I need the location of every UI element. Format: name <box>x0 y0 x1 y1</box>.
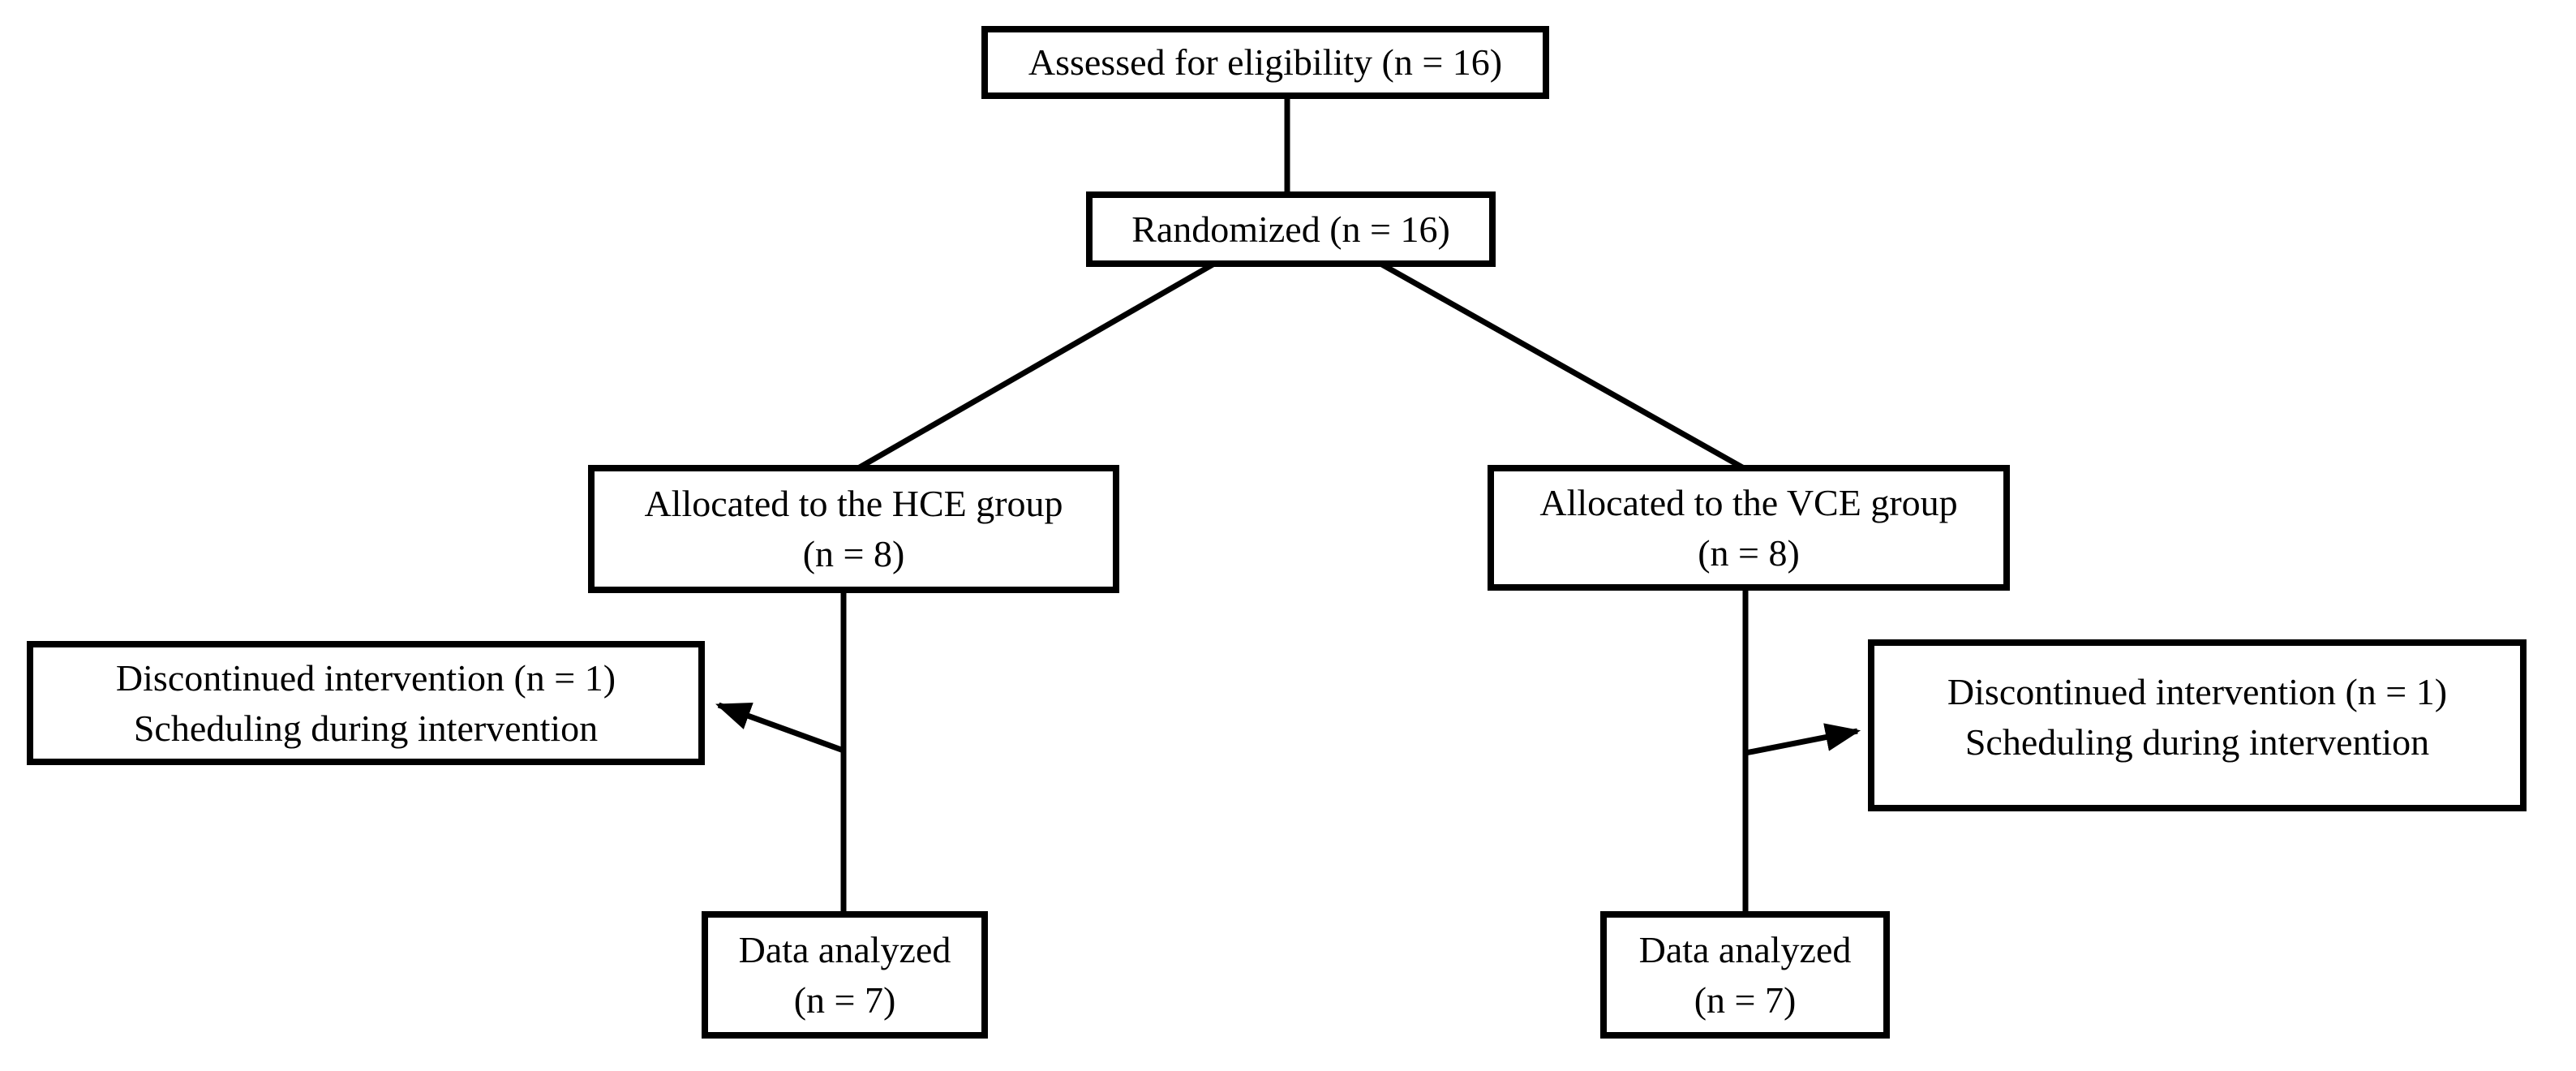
node-allocated-vce: Allocated to the VCE group (n = 8) <box>1488 465 2010 591</box>
node-data-analyzed-vce-line2: (n = 7) <box>1694 979 1797 1021</box>
node-allocated-hce-line2: (n = 8) <box>802 533 905 574</box>
node-discontinued-vce: Discontinued intervention (n = 1) Schedu… <box>1868 639 2527 811</box>
node-data-analyzed-hce-line2: (n = 7) <box>793 979 896 1021</box>
node-randomized-label: Randomized (n = 16) <box>1131 208 1450 250</box>
node-data-analyzed-hce: Data analyzed (n = 7) <box>702 911 988 1039</box>
node-discontinued-hce: Discontinued intervention (n = 1) Schedu… <box>27 641 705 765</box>
node-assessed-eligibility-label: Assessed for eligibility (n = 16) <box>1028 41 1503 83</box>
node-allocated-hce: Allocated to the HCE group (n = 8) <box>588 465 1119 593</box>
node-data-analyzed-hce-line1: Data analyzed <box>738 928 951 970</box>
node-discontinued-hce-line1: Discontinued intervention (n = 1) <box>115 656 616 699</box>
edge-randomized-to-vce <box>1379 260 1745 471</box>
node-discontinued-vce-line1: Discontinued intervention (n = 1) <box>1947 671 2448 712</box>
node-data-analyzed-vce: Data analyzed (n = 7) <box>1600 911 1890 1039</box>
edge-vce-to-discontinued-arrow <box>1745 723 1861 756</box>
node-data-analyzed-vce-line1: Data analyzed <box>1638 928 1852 970</box>
node-allocated-vce-line1: Allocated to the VCE group <box>1539 481 1958 523</box>
node-allocated-hce-line1: Allocated to the HCE group <box>644 483 1063 524</box>
node-discontinued-hce-line2: Scheduling during intervention <box>133 707 599 749</box>
edge-randomized-to-hce <box>857 260 1216 471</box>
node-discontinued-vce-line2: Scheduling during intervention <box>1964 721 2430 763</box>
node-allocated-vce-line2: (n = 8) <box>1698 531 1800 574</box>
node-randomized: Randomized (n = 16) <box>1086 191 1496 267</box>
edge-hce-to-discontinued-arrow <box>715 702 845 754</box>
node-assessed-eligibility: Assessed for eligibility (n = 16) <box>981 26 1549 99</box>
